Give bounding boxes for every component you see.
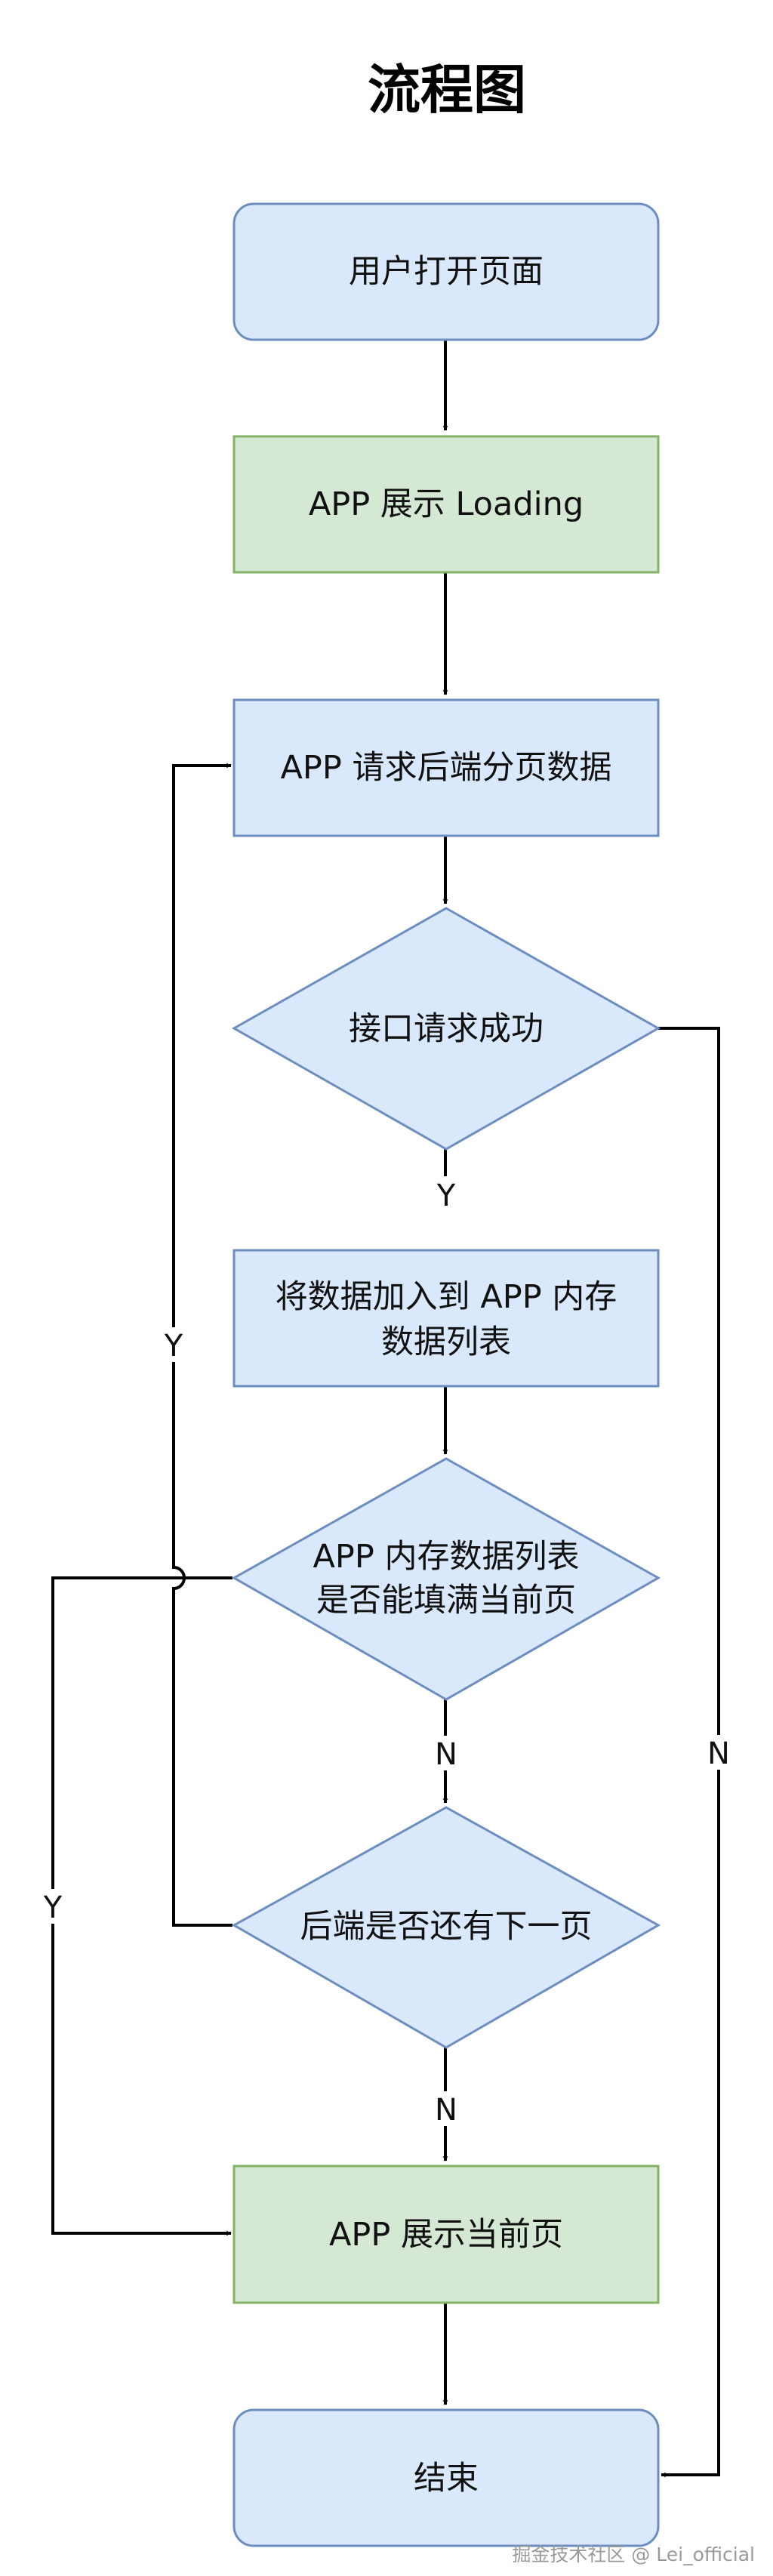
- edge-can-fill-page-to-show-current: [51, 1576, 233, 2236]
- edge-label-api-success-no: N: [707, 1736, 730, 1771]
- add-to-list-step: 将数据加入到 APP 内存 数据列表: [233, 1249, 660, 1388]
- start-node-shape: [233, 202, 660, 341]
- start-node-label: 用户打开页面: [349, 253, 544, 291]
- show-current-step: APP 展示当前页: [233, 2165, 660, 2304]
- has-next-page-shape: [231, 1806, 661, 2049]
- api-success-shape: [231, 907, 661, 1151]
- show-current-shape: [233, 2165, 660, 2304]
- add-to-list-shape: [233, 1249, 660, 1388]
- edge-label-api-success-yes: Y: [436, 1179, 456, 1213]
- add-to-list-label-line-1: 将数据加入到 APP 内存: [276, 1278, 617, 1316]
- edge-label-can-fill-page-no: N: [435, 1737, 457, 1772]
- request-page-step: APP 请求后端分页数据: [233, 698, 660, 837]
- api-success-label: 接口请求成功: [349, 1010, 544, 1048]
- end-node: 结束: [233, 2408, 660, 2547]
- edge-label-has-next-page-yes: Y: [164, 1329, 183, 1363]
- edges-layer: [51, 340, 720, 2478]
- diagram-title: 流程图: [368, 59, 526, 121]
- edge-has-next-page-to-request-page: [172, 763, 233, 1927]
- can-fill-page-label-line-2: 是否能填满当前页: [316, 1582, 576, 1619]
- show-loading-step: APP 展示 Loading: [233, 435, 660, 574]
- add-to-list-label-line-2: 数据列表: [381, 1323, 511, 1361]
- can-fill-page-label-line-1: APP 内存数据列表: [313, 1538, 580, 1576]
- end-node-label: 结束: [414, 2460, 479, 2497]
- start-node: 用户打开页面: [233, 202, 660, 341]
- watermark-text: 掘金技术社区 @ Lei_official: [512, 2544, 755, 2565]
- nodes-layer: 用户打开页面 APP 展示 Loading APP 请求后端分页数据 接口请求成…: [231, 202, 661, 2547]
- request-page-label: APP 请求后端分页数据: [281, 749, 612, 787]
- has-next-page-decision: 后端是否还有下一页: [231, 1806, 661, 2049]
- api-success-decision: 接口请求成功: [231, 907, 661, 1151]
- request-page-shape: [233, 698, 660, 837]
- edge-labels-layer: Y N N Y Y N: [38, 1176, 733, 2128]
- end-node-shape: [233, 2408, 660, 2547]
- show-loading-shape: [233, 435, 660, 574]
- can-fill-page-decision: APP 内存数据列表 是否能填满当前页: [231, 1457, 661, 1701]
- edge-label-has-next-page-no: N: [435, 2093, 457, 2128]
- has-next-page-label: 后端是否还有下一页: [300, 1908, 593, 1946]
- show-current-label: APP 展示当前页: [329, 2216, 563, 2254]
- can-fill-page-shape: [231, 1457, 661, 1701]
- show-loading-label: APP 展示 Loading: [309, 485, 584, 523]
- edge-label-can-fill-page-yes: Y: [43, 1890, 63, 1925]
